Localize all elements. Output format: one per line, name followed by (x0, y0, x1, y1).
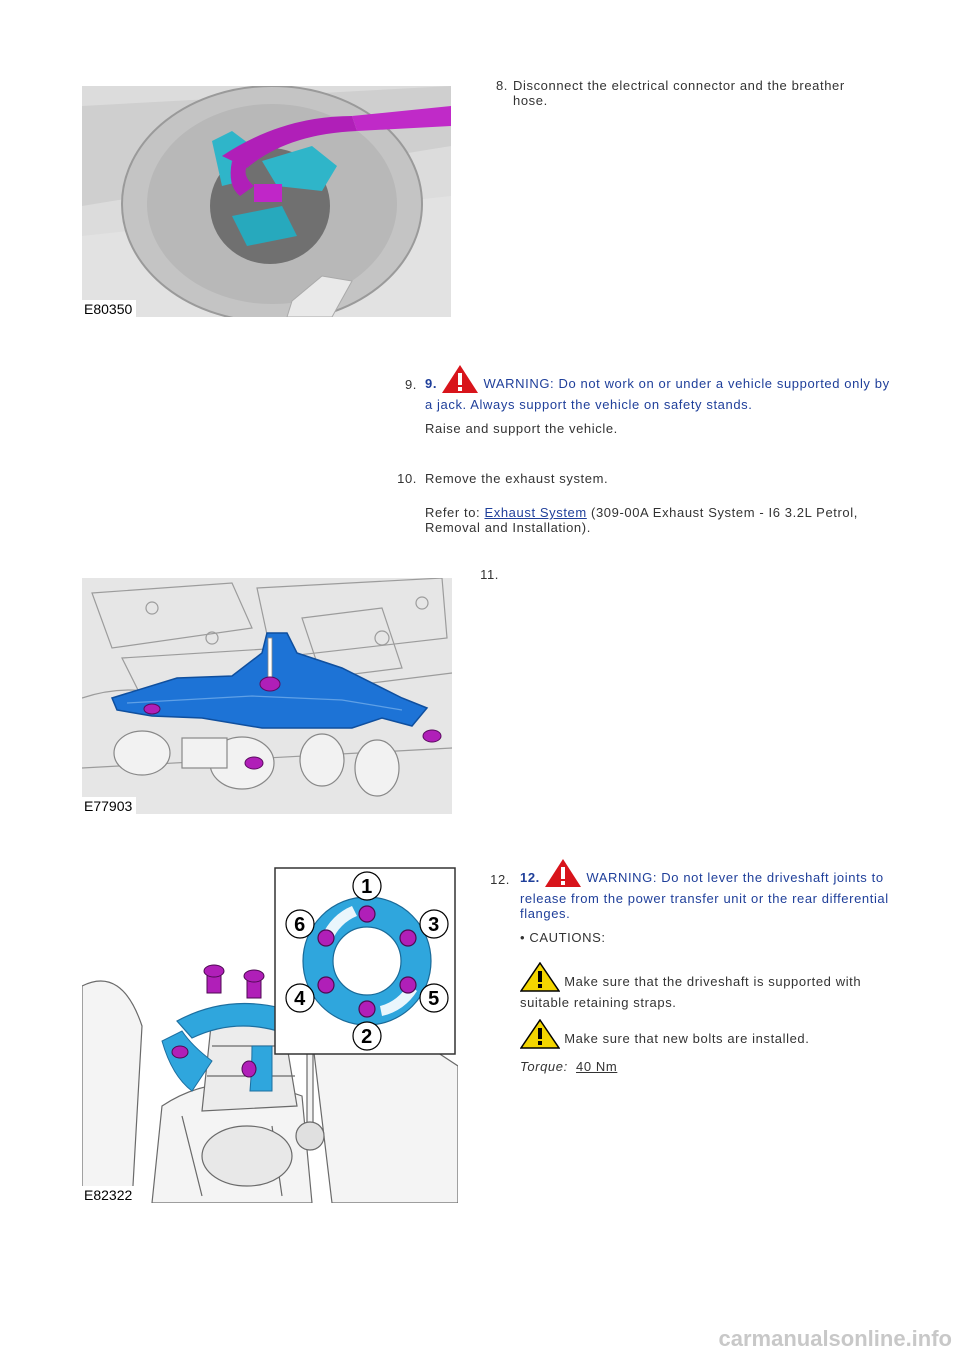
figure-label: E77903 (82, 797, 137, 814)
step-text: Raise and support the vehicle. (425, 421, 618, 436)
bold-step-number: 12. (520, 870, 540, 885)
driveshaft-flange-illustration: 1 2 3 4 5 6 (82, 866, 458, 1203)
figure-e82322: 1 2 3 4 5 6 E82322 (82, 866, 458, 1203)
caution-text: Make sure that the driveshaft is support… (520, 974, 862, 1010)
cautions-heading: • CAUTIONS: (520, 930, 606, 945)
caution-icon (519, 1018, 561, 1052)
bold-step-number: 9. (425, 376, 438, 391)
torque-value[interactable]: 40 Nm (576, 1059, 618, 1074)
exhaust-system-link[interactable]: Exhaust System (484, 505, 587, 520)
warning-block: 9. WARNING: Do not work on or under a ve… (425, 364, 895, 412)
warning-icon (544, 858, 582, 891)
caution-block: Make sure that new bolts are installed. (519, 1018, 885, 1052)
warning-icon (441, 364, 479, 397)
step-number: 8. (495, 78, 508, 93)
bolt-number-6: 6 (294, 914, 306, 936)
caution-icon (519, 961, 561, 995)
refer-to: Refer to: Exhaust System (309-00A Exhaus… (425, 505, 890, 535)
bolt-number-1: 1 (361, 876, 373, 898)
caution-block: Make sure that the driveshaft is support… (519, 961, 885, 1010)
step-number: 9. (404, 377, 417, 392)
bolt-number-5: 5 (428, 988, 440, 1010)
warning-text: WARNING: Do not work on or under a vehic… (425, 376, 890, 412)
footer-watermark: carmanualsonline.info (718, 1326, 953, 1351)
figure-e80350: E80350 (82, 86, 451, 317)
step-number: 10. (397, 471, 417, 486)
bolt-number-4: 4 (294, 988, 306, 1010)
figure-label: E82322 (82, 1186, 137, 1203)
step-text: Disconnect the electrical connector and … (513, 78, 845, 108)
warning-block: 12. WARNING: Do not lever the driveshaft… (520, 858, 890, 921)
step-number: 11. (480, 567, 499, 582)
figure-e77903: E77903 (82, 578, 452, 814)
bolt-number-3: 3 (428, 914, 440, 936)
warning-text: WARNING: Do not lever the driveshaft joi… (520, 870, 889, 921)
caution-text: Make sure that new bolts are installed. (564, 1031, 810, 1046)
torque-label: Torque: (520, 1059, 568, 1074)
figure-label: E80350 (82, 300, 137, 317)
step-text: Remove the exhaust system. (425, 471, 609, 486)
heat-shield-illustration (82, 578, 452, 814)
step-number: 12. (490, 872, 510, 887)
torque-line: Torque: 40 Nm (520, 1059, 820, 1074)
refer-suffix: (309-00A Exhaust System - I6 3.2L Petrol… (425, 505, 858, 535)
breather-hose-illustration (82, 86, 451, 317)
bolt-number-2: 2 (361, 1026, 373, 1048)
refer-prefix: Refer to: (425, 505, 481, 520)
